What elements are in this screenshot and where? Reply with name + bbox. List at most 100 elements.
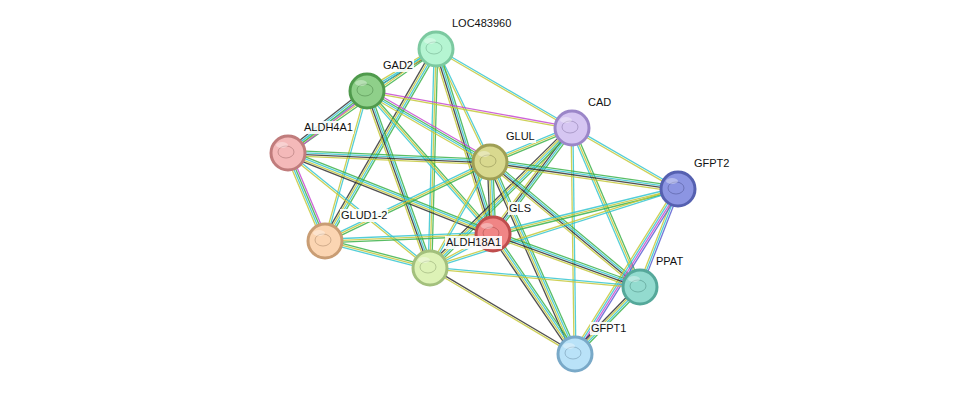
evidence-line bbox=[305, 157, 479, 226]
node-circle bbox=[347, 71, 387, 111]
evidence-line bbox=[492, 179, 494, 217]
evidence-line bbox=[440, 138, 558, 254]
protein-node: ALDH18A1 bbox=[412, 250, 448, 286]
node-label: GLUD1-2 bbox=[340, 209, 388, 222]
node-circle bbox=[552, 108, 592, 148]
evidence-line bbox=[384, 93, 556, 124]
evidence-line bbox=[384, 95, 556, 126]
protein-node: GLUD1-2 bbox=[307, 223, 343, 259]
evidence-line bbox=[341, 247, 413, 266]
node-label: GFPT1 bbox=[590, 322, 627, 335]
evidence-line bbox=[506, 167, 661, 189]
interaction-edge bbox=[585, 297, 630, 344]
interaction-edge bbox=[384, 93, 556, 126]
interaction-edge bbox=[305, 151, 474, 164]
node-label: CAD bbox=[587, 96, 612, 109]
node-label: GAD2 bbox=[382, 59, 414, 72]
node-label: PPAT bbox=[655, 255, 684, 268]
evidence-line bbox=[490, 179, 492, 217]
evidence-line bbox=[294, 169, 318, 226]
evidence-line bbox=[305, 155, 473, 162]
node-label: GLUL bbox=[505, 130, 536, 143]
node-circle bbox=[555, 334, 595, 374]
interaction-edge bbox=[370, 106, 427, 253]
protein-node: GFPT1 bbox=[557, 336, 593, 372]
evidence-line bbox=[300, 99, 353, 140]
evidence-line bbox=[441, 139, 559, 255]
protein-node: CAD bbox=[554, 110, 590, 146]
node-label: ALDH18A1 bbox=[445, 236, 502, 249]
node-circle bbox=[268, 133, 308, 173]
protein-node: ALDH4A1 bbox=[270, 135, 306, 171]
interaction-edge bbox=[341, 243, 414, 265]
evidence-line bbox=[507, 164, 661, 186]
evidence-line bbox=[342, 243, 414, 262]
interaction-edge bbox=[450, 57, 558, 121]
evidence-line bbox=[579, 144, 634, 272]
evidence-line bbox=[447, 270, 623, 286]
evidence-line bbox=[445, 276, 561, 345]
evidence-line bbox=[304, 158, 477, 227]
node-circle bbox=[470, 142, 510, 182]
evidence-line bbox=[444, 142, 562, 258]
evidence-line bbox=[305, 153, 473, 160]
evidence-line bbox=[510, 193, 662, 230]
interaction-edge bbox=[500, 246, 568, 341]
node-circle bbox=[410, 248, 450, 288]
node-label: GLS bbox=[508, 202, 532, 215]
evidence-line bbox=[372, 107, 424, 252]
interaction-edge bbox=[300, 99, 356, 145]
evidence-line bbox=[589, 301, 631, 344]
evidence-line bbox=[509, 239, 624, 280]
evidence-line bbox=[586, 299, 627, 342]
evidence-line bbox=[339, 168, 473, 232]
evidence-line bbox=[587, 136, 664, 180]
interaction-edge bbox=[292, 167, 321, 226]
evidence-line bbox=[502, 249, 565, 341]
evidence-line bbox=[447, 269, 623, 285]
evidence-line bbox=[303, 160, 476, 229]
evidence-line bbox=[505, 246, 568, 338]
evidence-line bbox=[488, 179, 490, 217]
protein-node: LOC483960 bbox=[418, 31, 454, 67]
interaction-edge bbox=[380, 97, 477, 156]
interaction-edge bbox=[301, 163, 418, 258]
evidence-line bbox=[507, 162, 662, 184]
interaction-edge bbox=[303, 157, 479, 231]
evidence-line bbox=[370, 108, 422, 253]
evidence-line bbox=[292, 170, 316, 227]
node-label: LOC483960 bbox=[451, 17, 512, 30]
interaction-edge bbox=[488, 179, 495, 218]
interaction-edge bbox=[438, 64, 490, 218]
evidence-line bbox=[380, 102, 474, 156]
evidence-line bbox=[505, 171, 629, 274]
protein-node: PPAT bbox=[622, 269, 658, 305]
node-circle bbox=[305, 221, 345, 261]
evidence-line bbox=[341, 245, 413, 264]
evidence-line bbox=[302, 102, 354, 143]
interaction-edge bbox=[444, 276, 561, 346]
evidence-line bbox=[583, 203, 668, 339]
evidence-line bbox=[507, 165, 661, 187]
interaction-edge bbox=[506, 162, 662, 190]
evidence-line bbox=[444, 277, 560, 346]
evidence-line bbox=[503, 248, 566, 340]
evidence-line bbox=[303, 103, 356, 144]
evidence-line bbox=[510, 237, 625, 279]
node-circle bbox=[620, 267, 660, 307]
evidence-line bbox=[301, 101, 353, 142]
node-circle bbox=[416, 29, 456, 69]
evidence-line bbox=[446, 193, 662, 262]
evidence-line bbox=[305, 156, 473, 164]
protein-node: GLUL bbox=[472, 144, 508, 180]
protein-node: GAD2 bbox=[349, 73, 385, 109]
evidence-line bbox=[381, 56, 421, 80]
evidence-line bbox=[587, 300, 628, 343]
evidence-line bbox=[450, 58, 557, 120]
node-circle bbox=[658, 169, 698, 209]
interaction-edge bbox=[440, 138, 562, 258]
evidence-line bbox=[440, 65, 487, 218]
evidence-line bbox=[571, 145, 574, 337]
